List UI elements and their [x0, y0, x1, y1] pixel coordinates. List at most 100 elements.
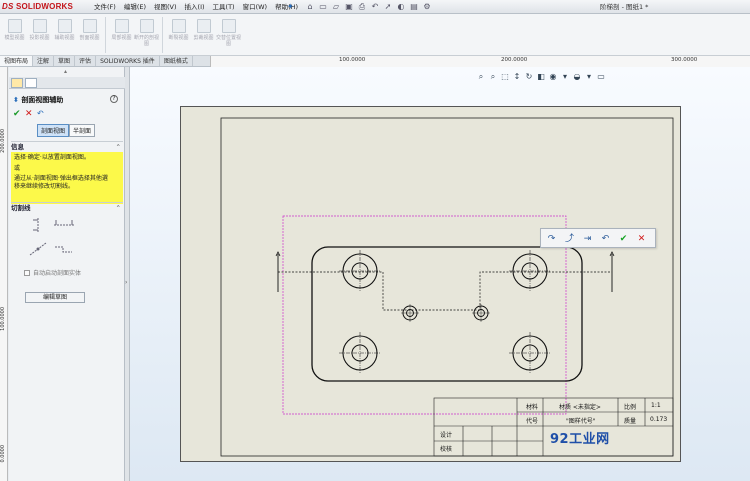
tab-addins[interactable]: SOLIDWORKS 插件	[96, 56, 160, 66]
new-document-icon[interactable]: ▭	[319, 2, 327, 11]
home-icon[interactable]: ⌂	[307, 2, 313, 11]
auto-start-checkbox[interactable]	[24, 269, 30, 276]
add-single-offset-icon[interactable]: ⤴	[564, 234, 574, 244]
add-notch-offset-icon[interactable]: ⇥	[583, 234, 592, 244]
collapse-arrow-icon[interactable]: ›	[125, 279, 128, 286]
cutting-line-section-header[interactable]: 切割线 ⌃	[11, 202, 123, 212]
edit-sketch-button[interactable]: 编辑草图	[25, 292, 85, 303]
pin-icon[interactable]: ✦	[287, 2, 294, 11]
model-view-button[interactable]: 模型视图	[2, 16, 27, 54]
cancel-x-icon[interactable]: ✕	[25, 109, 33, 119]
info-message-box: 选择·确定·以放置剖面视图。 或 通过从·剖面视图·弹出框选择其他選 移来继续修…	[11, 152, 123, 204]
horizontal-cutting-line-icon[interactable]	[53, 217, 75, 233]
tab-sketch[interactable]: 草图	[54, 56, 76, 66]
cutting-line-heading: 切割线	[11, 204, 31, 212]
ribbon-separator	[162, 17, 163, 53]
menu-view[interactable]: 视图(V)	[154, 3, 177, 11]
info-line: 移来继续修改切割线。	[14, 182, 75, 190]
auto-start-row: 自动启动剖面实体	[24, 268, 81, 277]
scale-value: 1:1	[651, 402, 661, 409]
site-watermark: 92工业网	[550, 432, 610, 447]
code-label: 代号	[526, 418, 539, 425]
zoom-to-area-icon[interactable]: ⌕	[490, 72, 496, 81]
menu-insert[interactable]: 插入(I)	[184, 3, 205, 11]
file-properties-icon[interactable]: ▤	[410, 2, 418, 11]
rebuild-icon[interactable]: ◐	[397, 2, 405, 11]
save-icon[interactable]: ▣	[345, 2, 353, 11]
hide-show-items-icon[interactable]: ▾	[562, 72, 567, 81]
panel-splitter[interactable]: ›	[125, 67, 130, 481]
zoom-to-fit-icon[interactable]: ⌕	[478, 72, 484, 81]
vertical-cutting-line-icon[interactable]	[27, 217, 49, 233]
section-view-mode-button[interactable]: 剖面视图	[37, 124, 70, 137]
tab-sheet-format[interactable]: 图纸格式	[160, 56, 193, 66]
document-title: 阶梯剖 - 图纸1 *	[600, 3, 649, 11]
broken-out-section-button[interactable]: 断开的剖视图	[134, 16, 159, 54]
open-folder-icon[interactable]: ▱	[332, 2, 340, 11]
auxiliary-view-button[interactable]: 辅助视图	[52, 16, 77, 54]
menu-tools[interactable]: 工具(T)	[212, 3, 235, 11]
hole-top-right	[509, 250, 551, 292]
ruler-label: 300.0000	[671, 57, 698, 63]
property-manager-title-text: 剖面视图辅助	[21, 96, 64, 104]
tab-evaluate[interactable]: 评估	[75, 56, 97, 66]
crop-view-button[interactable]: 剪裁视图	[191, 16, 216, 54]
solidworks-logo[interactable]: DS SOLIDWORKS	[2, 1, 73, 13]
panel-collapse-handle[interactable]: ▴	[64, 68, 68, 75]
popup-ok-check-icon[interactable]: ✔	[619, 234, 628, 244]
projected-view-button[interactable]: 投影视图	[27, 16, 52, 54]
apply-scene-icon[interactable]: ▾	[586, 72, 591, 81]
tab-view-layout[interactable]: 视图布局	[0, 56, 34, 66]
rotate-view-icon[interactable]: ↻	[525, 72, 533, 81]
print-icon[interactable]: ⎙	[358, 2, 366, 11]
break-view-button[interactable]: 断裂视图	[166, 16, 191, 54]
section-popup-toolbar: ↷ ⤴ ⇥ ↶ ✔ ✕	[540, 228, 656, 248]
undo-icon[interactable]: ↶	[371, 2, 379, 11]
zoom-in-out-icon[interactable]: ↕	[513, 72, 521, 81]
popup-cancel-x-icon[interactable]: ✕	[637, 234, 646, 244]
crop-view-label: 剪裁视图	[193, 35, 214, 41]
manager-tabs	[9, 77, 125, 89]
auxiliary-cutting-line-icon[interactable]	[53, 241, 75, 257]
code-value: "图样代号"	[566, 418, 596, 425]
auxiliary-view-label: 辅助视图	[54, 35, 75, 41]
detail-view-icon	[114, 19, 129, 33]
menu-edit[interactable]: 编辑(E)	[123, 3, 146, 11]
display-style-icon[interactable]: ◉	[549, 72, 557, 81]
command-manager-ribbon: 模型视图 投影视图 辅助视图 剖面视图 局部视图 断开的剖视图 断裂视图 剪裁视…	[0, 14, 750, 56]
property-manager-tab-icon[interactable]	[25, 78, 37, 88]
ok-check-icon[interactable]: ✔	[13, 109, 21, 119]
undo-icon[interactable]: ↶	[37, 109, 44, 118]
drawing-sheet[interactable]	[180, 106, 681, 462]
vertical-ruler: 200.0000 100.0000 0.0000	[0, 67, 8, 481]
section-view-button[interactable]: 剖面视图	[77, 16, 102, 54]
ruler-label: 200.0000	[501, 57, 528, 63]
info-section-header[interactable]: 信息 ⌃	[11, 141, 123, 151]
options-gear-icon[interactable]: ⚙	[423, 2, 431, 11]
detail-view-button[interactable]: 局部视图	[109, 16, 134, 54]
add-arc-offset-icon[interactable]: ↷	[547, 234, 556, 244]
check-label: 校核	[440, 446, 453, 453]
menu-bar: 文件(F) 编辑(E) 视图(V) 插入(I) 工具(T) 窗口(W) 帮助(H…	[90, 0, 302, 14]
aligned-cutting-line-icon[interactable]	[27, 241, 49, 257]
chevron-up-icon: ⌃	[115, 204, 121, 212]
previous-view-icon[interactable]: ⬚	[501, 72, 509, 81]
menu-help[interactable]: 帮助(H)	[275, 3, 299, 11]
broken-out-section-label: 断开的剖视图	[134, 35, 160, 47]
material-value: 材质 <未指定>	[559, 404, 601, 411]
edit-appearance-icon[interactable]: ◒	[573, 72, 581, 81]
popup-undo-icon[interactable]: ↶	[601, 234, 610, 244]
half-section-mode-button[interactable]: 半剖面	[69, 124, 96, 137]
section-view-toggle-icon[interactable]: ◧	[537, 72, 545, 81]
alternate-position-label: 交替位置视图	[216, 35, 242, 47]
section-mode-toggle: 剖面视图 半剖面	[37, 124, 96, 137]
feature-manager-tab-icon[interactable]	[11, 78, 23, 88]
select-arrow-icon[interactable]: ➚	[384, 2, 392, 11]
model-view-icon	[7, 19, 22, 33]
tab-annotation[interactable]: 注解	[33, 56, 55, 66]
alternate-position-button[interactable]: 交替位置视图	[216, 16, 241, 54]
help-icon[interactable]: ?	[110, 95, 118, 103]
menu-file[interactable]: 文件(F)	[94, 3, 116, 11]
menu-window[interactable]: 窗口(W)	[242, 3, 268, 11]
view-settings-icon[interactable]: ▭	[597, 72, 605, 81]
